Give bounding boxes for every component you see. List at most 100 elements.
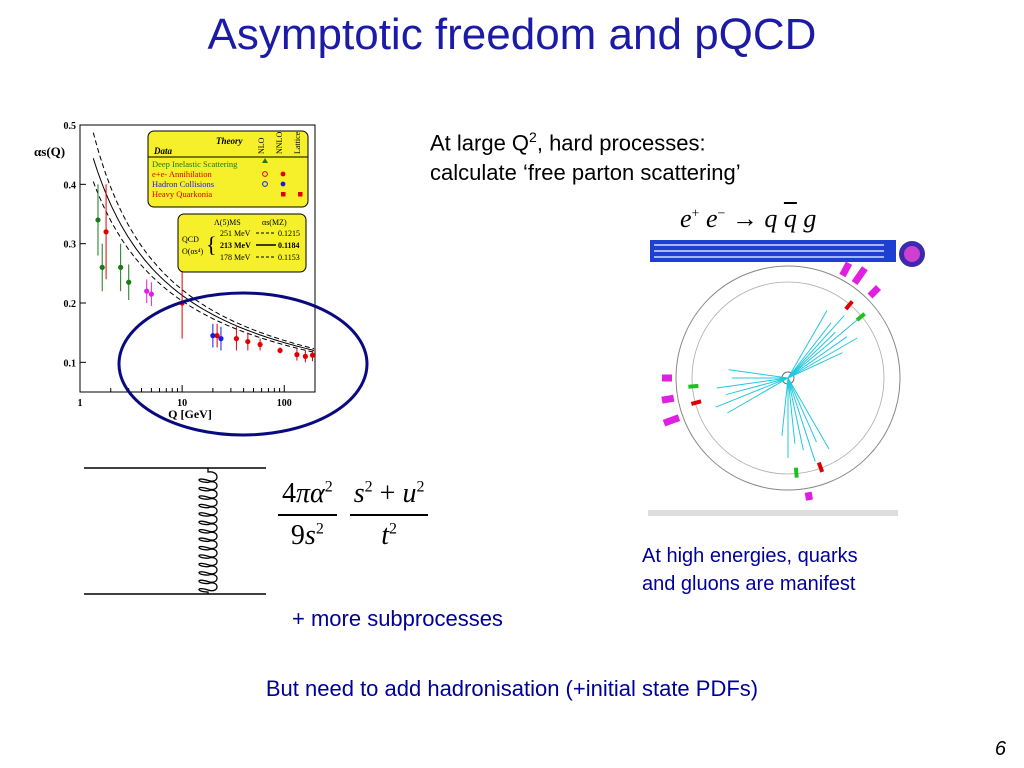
qcd-label: QCD	[182, 235, 199, 244]
inner-calorimeter-hit	[690, 399, 702, 406]
particle-track	[787, 310, 828, 379]
x-axis-label: Q [GeV]	[168, 407, 212, 420]
event-header-text-line	[654, 250, 884, 252]
particle-track	[787, 377, 816, 462]
data-point	[148, 291, 154, 297]
y-tick-label: 0.2	[64, 299, 77, 310]
particle-track	[787, 322, 832, 379]
data-point	[99, 264, 105, 270]
legend-box	[147, 130, 309, 208]
legend-row-label: e+e- Annihilation	[152, 169, 213, 179]
calorimeter-deposit	[867, 285, 881, 299]
qcd-lambda-value: 178 MeV	[220, 253, 251, 262]
legend-header-data: Data	[153, 146, 173, 156]
page-title: Asymptotic freedom and pQCD	[207, 10, 817, 59]
data-point	[309, 352, 316, 358]
particle-track	[787, 352, 843, 379]
data-point	[218, 336, 224, 342]
data-point	[95, 217, 101, 223]
particle-track	[787, 377, 796, 444]
reaction-equation: e+ e− → q q g	[680, 204, 817, 233]
particle-track	[787, 331, 836, 379]
qcd-alpha-header: αs(MZ)	[262, 218, 287, 227]
particle-track	[781, 377, 789, 436]
x-tick-label: 1	[78, 398, 83, 409]
x-tick-label: 10	[177, 398, 187, 409]
detector-outer-ring	[675, 265, 901, 491]
particle-track	[787, 377, 804, 451]
data-point	[277, 347, 283, 354]
legend-marker	[280, 181, 286, 187]
particle-track	[715, 377, 789, 408]
event-display-svg	[648, 240, 925, 516]
more-subprocesses-text: + more subprocesses	[292, 606, 503, 631]
inner-calorimeter-hit	[855, 312, 866, 322]
calorimeter-deposit	[839, 261, 853, 278]
particle-track	[787, 337, 858, 379]
intro-text: At large Q2, hard processes: calculate ‘…	[430, 129, 741, 186]
y-axis-label: αs(Q)	[34, 144, 65, 159]
data-point	[257, 341, 263, 348]
manifest-text: At high energies, quarks and gluons are …	[642, 545, 858, 595]
inner-calorimeter-hit	[844, 300, 854, 311]
particle-track	[787, 336, 848, 379]
event-display	[648, 238, 928, 525]
plot-frame	[79, 124, 316, 393]
calorimeter-deposit	[662, 414, 681, 427]
particle-track	[787, 377, 830, 450]
data-point	[210, 333, 216, 339]
data-point	[214, 333, 220, 339]
hadronisation-text: But need to add hadronisation (+initial …	[265, 676, 759, 701]
y-tick-label: 0.1	[64, 358, 77, 369]
qcd-lambda-header: Λ(5)MS	[214, 218, 241, 227]
particle-track	[787, 377, 817, 443]
y-tick-label: 0.3	[64, 240, 77, 251]
data-point	[118, 264, 124, 270]
qcd-alpha-value: 0.1215	[278, 229, 300, 238]
data-point	[126, 279, 132, 285]
legend-marker	[281, 192, 286, 197]
theory-curve	[92, 181, 315, 353]
legend-column-label: Lattice	[293, 131, 302, 154]
data-point	[245, 338, 251, 345]
highlight-ellipse	[117, 291, 369, 437]
event-footer-bar	[648, 510, 898, 516]
legend-marker	[262, 171, 268, 177]
theory-curve	[92, 132, 315, 350]
event-header-text-line	[654, 244, 884, 246]
page-number: 6	[994, 738, 1006, 760]
particle-track	[727, 377, 789, 414]
x-tick-label: 100	[277, 398, 292, 409]
calorimeter-deposit	[661, 394, 675, 404]
y-tick-label: 0.4	[64, 180, 77, 191]
data-point	[103, 229, 109, 235]
particle-track	[787, 319, 858, 379]
qcd-lambda-value: 251 MeV	[220, 229, 251, 238]
data-point	[233, 336, 240, 342]
calorimeter-deposit	[804, 491, 813, 501]
legend-marker	[262, 181, 268, 187]
inner-calorimeter-hit	[688, 383, 699, 389]
particle-track	[728, 369, 789, 379]
legend-row-label: Hadron Collisions	[152, 179, 214, 189]
detector-inner-ring	[691, 281, 885, 475]
theory-curve	[92, 158, 315, 351]
data-point	[144, 288, 150, 294]
legend-row-label: Heavy Quarkonia	[152, 189, 212, 199]
legend-column-label: NLO	[257, 137, 266, 154]
legend-column-label: NNLO	[275, 132, 284, 154]
inner-calorimeter-hit	[793, 467, 799, 478]
legend-marker	[262, 158, 268, 163]
legend-row-label: Deep Inelastic Scattering	[152, 159, 238, 169]
data-point	[294, 352, 300, 358]
qcd-order-label: O(αs⁴)	[182, 247, 204, 256]
qcd-lambda-value: 213 MeV	[220, 241, 251, 250]
legend-marker	[280, 171, 286, 177]
particle-track	[716, 377, 789, 389]
data-point	[302, 353, 308, 359]
calorimeter-deposit	[851, 266, 868, 285]
particle-track	[726, 377, 789, 396]
